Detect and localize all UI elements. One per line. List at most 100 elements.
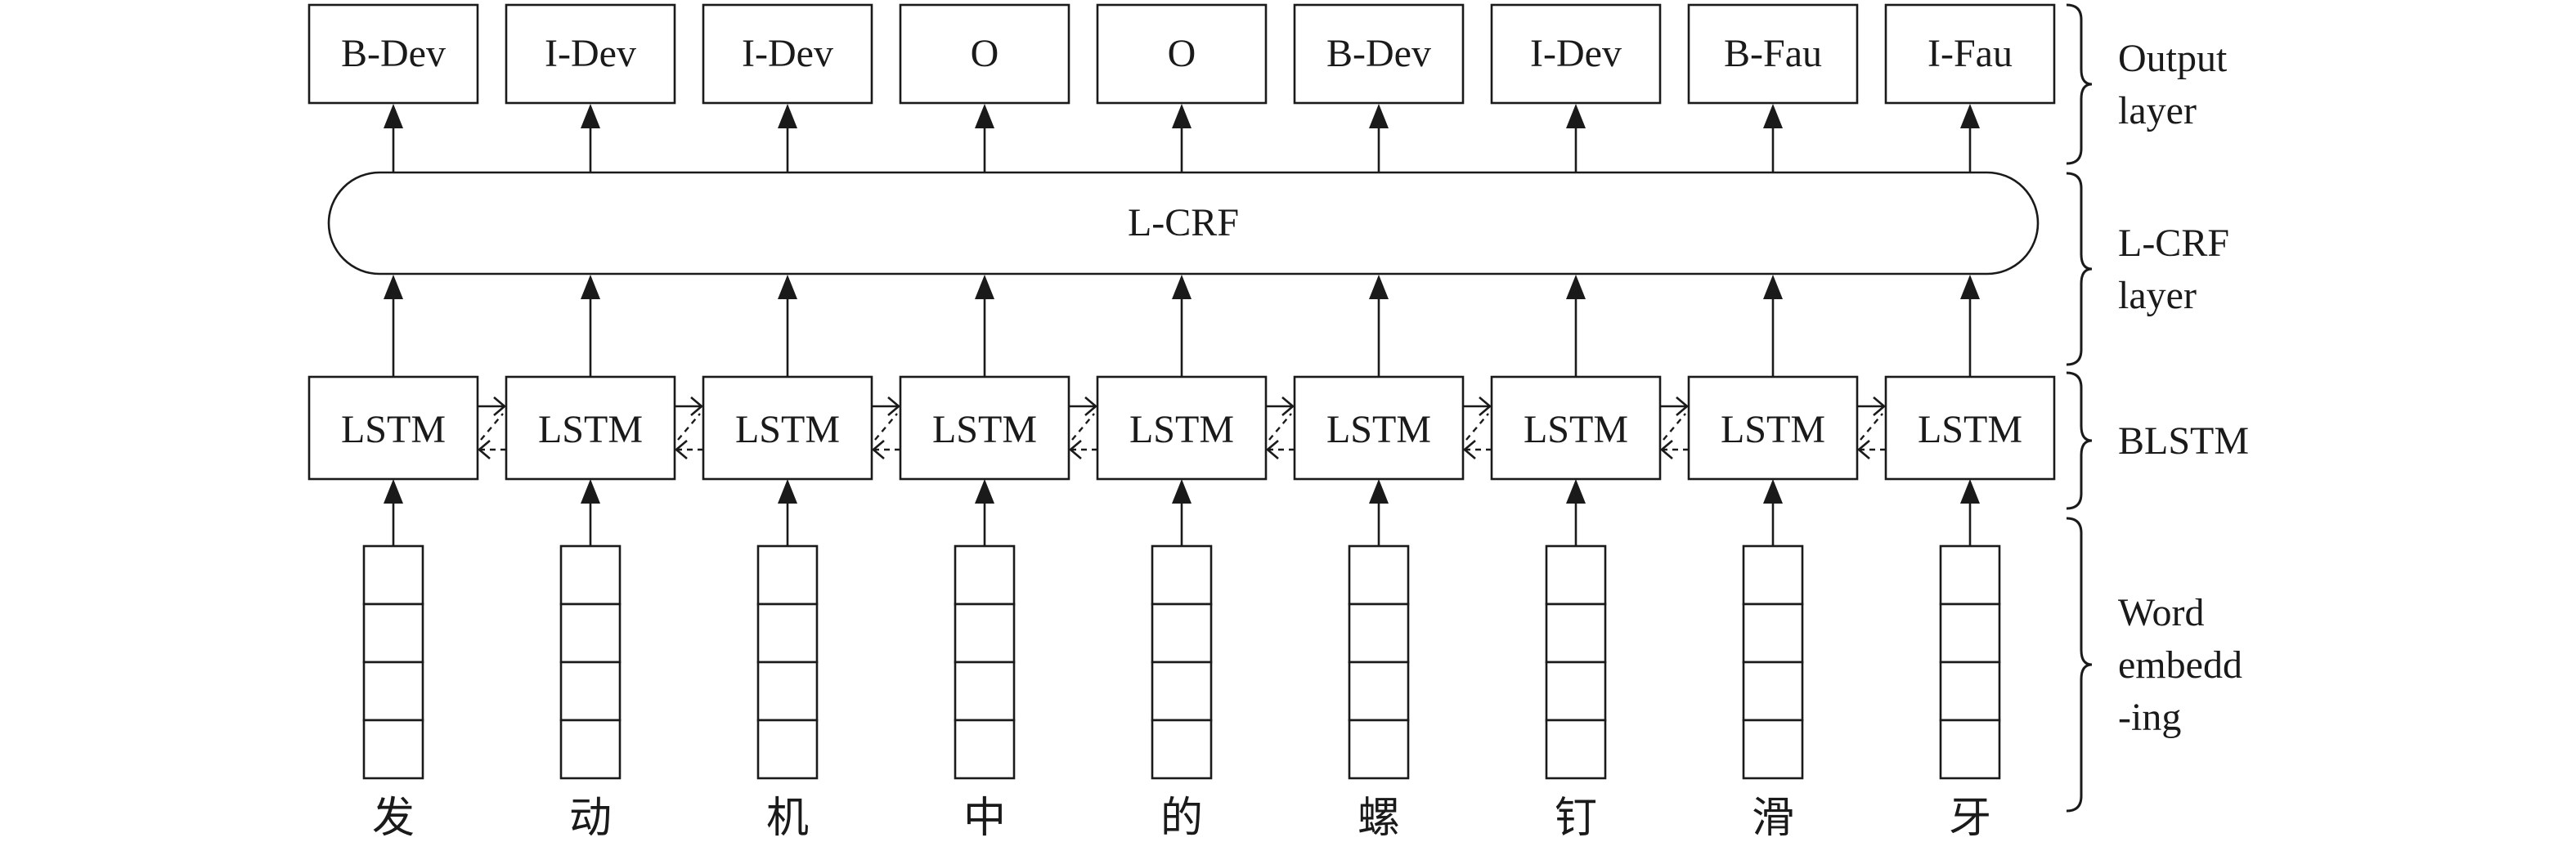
crf-to-output-arrowhead	[778, 104, 797, 128]
embedding-cell	[756, 544, 819, 606]
layer-brace	[2066, 371, 2093, 510]
embedding-cell	[362, 602, 424, 664]
output-tag-label: I-Dev	[1530, 32, 1622, 75]
output-tag-box	[307, 3, 479, 105]
input-word: 发	[372, 794, 415, 843]
embedding-cell	[1939, 719, 2001, 780]
embed-to-lstm-arrowhead	[581, 479, 600, 504]
lstm-label: LSTM	[1721, 408, 1825, 451]
embedding-cell	[1939, 602, 2001, 664]
embedding-cell	[1151, 544, 1213, 606]
embed-to-lstm-arrowhead	[1172, 479, 1192, 504]
forward-arrowhead	[1479, 396, 1492, 416]
lstm-label: LSTM	[1129, 408, 1234, 451]
embedding-cell	[559, 544, 622, 606]
lstm-label: LSTM	[932, 408, 1037, 451]
embedding-cell	[559, 719, 622, 780]
lstm-box	[899, 375, 1070, 481]
embedding-cell	[1742, 719, 1804, 780]
layer-label: L-CRF	[2118, 222, 2229, 265]
lstm-box	[1096, 375, 1268, 481]
diagonal-connector	[677, 413, 701, 441]
forward-arrowhead	[1676, 396, 1690, 416]
embed-to-lstm-arrowhead	[1960, 479, 1980, 504]
embedding-cell	[954, 661, 1016, 722]
lstm-label: LSTM	[735, 408, 840, 451]
input-word: 中	[963, 794, 1006, 843]
input-words: 发动机中的螺钉滑牙	[372, 794, 1991, 843]
embedding-cell	[1348, 544, 1410, 606]
lstm-label: LSTM	[1524, 408, 1628, 451]
crf-label: L-CRF	[1128, 201, 1239, 244]
embed-to-lstm-arrowhead	[778, 479, 797, 504]
lstm-label: LSTM	[1918, 408, 2022, 451]
embedding-layer	[362, 544, 2001, 780]
output-tag-box	[1884, 3, 2056, 105]
crf-to-output-arrowhead	[1369, 104, 1389, 128]
output-tag-box	[702, 3, 873, 105]
forward-arrowhead	[1084, 396, 1098, 416]
embedding-cell	[1939, 661, 2001, 722]
layer-brace	[2066, 517, 2093, 813]
lstm-to-crf-arrowhead	[581, 275, 600, 299]
layer-brace	[2066, 3, 2093, 165]
output-tag-box	[1687, 3, 1859, 105]
embedding-cell	[1939, 544, 2001, 606]
backward-arrowhead	[477, 440, 491, 459]
embedding-cell	[1151, 661, 1213, 722]
embedding-cell	[1545, 602, 1607, 664]
lstm-box	[1687, 375, 1859, 481]
output-tag-label: I-Dev	[742, 32, 833, 75]
diagonal-connector	[1268, 413, 1292, 441]
embedding-cell	[954, 544, 1016, 606]
lstm-to-crf-arrowhead	[1369, 275, 1389, 299]
lstm-box	[307, 375, 479, 481]
input-word: 的	[1160, 794, 1203, 843]
embedding-cell	[1348, 661, 1410, 722]
diagonal-connector	[874, 413, 898, 441]
embed-to-lstm-arrowhead	[1566, 479, 1586, 504]
lstm-to-crf-arrowhead	[1763, 275, 1783, 299]
output-tag-label: O	[971, 32, 999, 75]
layer-label: Output	[2118, 37, 2228, 80]
crf-to-output-arrowhead	[1960, 104, 1980, 128]
output-tag-box	[1096, 3, 1268, 105]
crf-layer: L-CRF	[327, 171, 2040, 275]
backward-arrowhead	[1265, 440, 1279, 459]
embed-to-lstm-arrowhead	[1369, 479, 1389, 504]
crf-to-output-arrowhead	[384, 104, 403, 128]
embedding-cell	[1348, 602, 1410, 664]
output-tag-label: B-Fau	[1724, 32, 1822, 75]
layer-brace	[2066, 172, 2093, 366]
lstm-to-crf-arrowhead	[778, 275, 797, 299]
crf-to-output-arrowhead	[1763, 104, 1783, 128]
embedding-cell	[1742, 602, 1804, 664]
layer-label: embedd	[2118, 643, 2242, 687]
lstm-to-crf-arrowhead	[1960, 275, 1980, 299]
embedding-cell	[954, 602, 1016, 664]
embedding-cell	[756, 602, 819, 664]
layer-label: BLSTM	[2118, 419, 2249, 463]
output-tag-box	[1490, 3, 1662, 105]
lstm-box	[1884, 375, 2056, 481]
output-tag-label: I-Dev	[545, 32, 636, 75]
embed-to-lstm-arrowhead	[384, 479, 403, 504]
layer-label: layer	[2118, 89, 2197, 132]
output-tag-box	[899, 3, 1070, 105]
input-word: 牙	[1949, 794, 1991, 843]
input-word: 机	[766, 794, 809, 843]
layer-label: layer	[2118, 274, 2197, 317]
output-tag-box	[1293, 3, 1465, 105]
embedding-cell	[1545, 661, 1607, 722]
forward-arrowhead	[690, 396, 704, 416]
lstm-box	[505, 375, 676, 481]
output-tag-label: B-Dev	[341, 32, 446, 75]
layer-label: -ing	[2118, 696, 2181, 739]
embedding-cell	[1742, 544, 1804, 606]
embedding-cell	[756, 719, 819, 780]
embedding-cell	[1348, 719, 1410, 780]
layer-label: Word	[2118, 591, 2204, 634]
diagonal-connector	[1860, 413, 1883, 441]
